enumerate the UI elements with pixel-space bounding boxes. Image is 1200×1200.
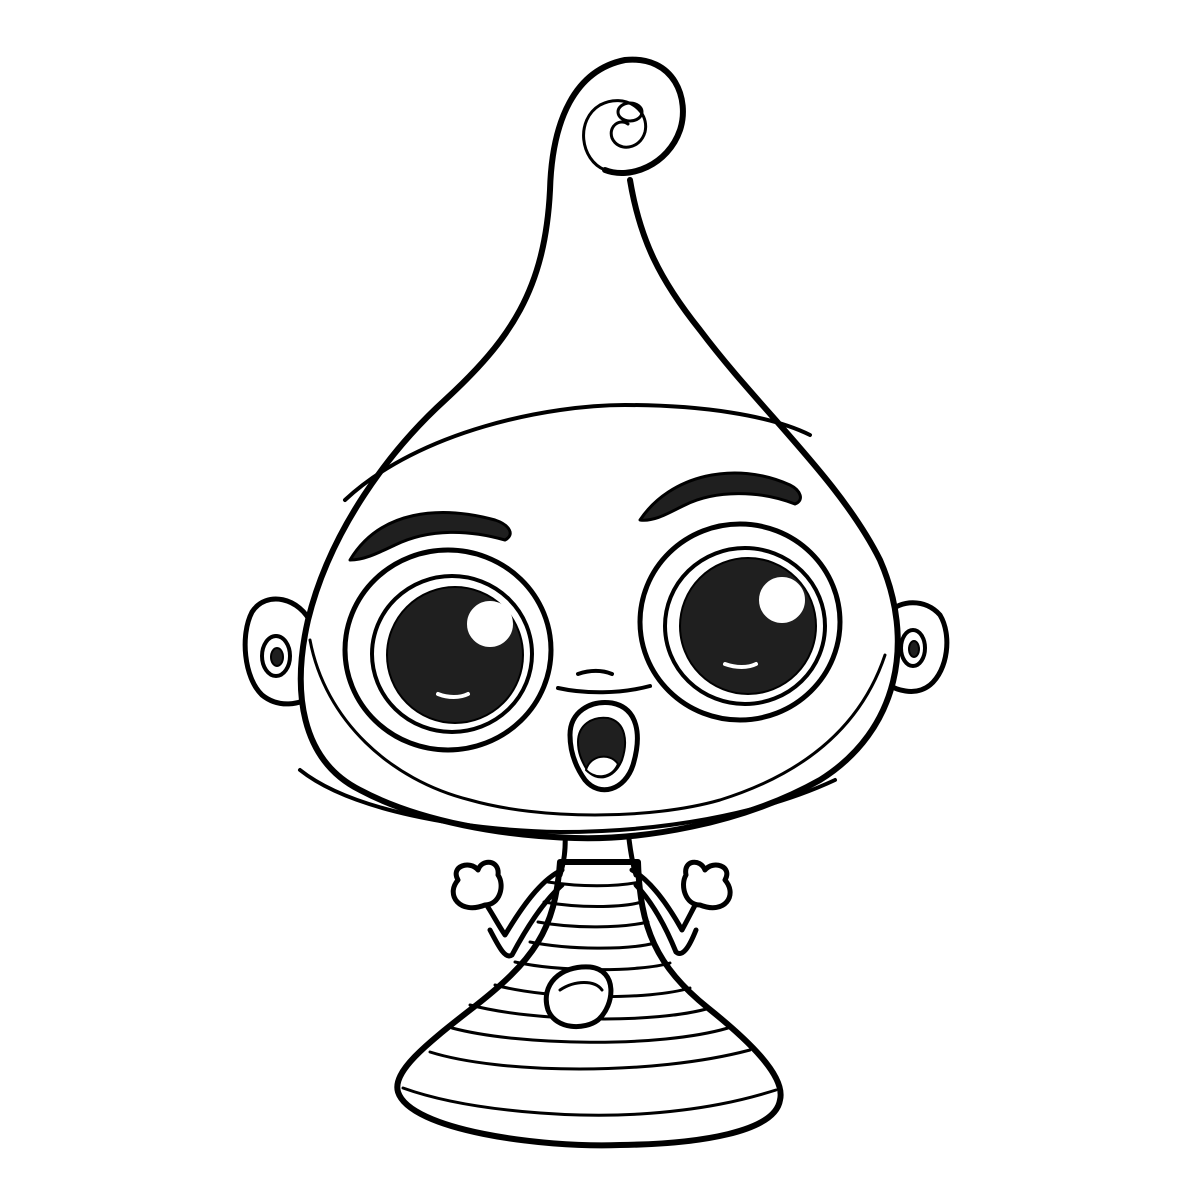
right-pupil — [679, 557, 817, 695]
forehead-line — [343, 403, 812, 502]
eyebrows — [348, 471, 802, 562]
belly — [543, 964, 614, 1030]
left-eyebrow — [348, 511, 512, 562]
nose — [576, 669, 614, 676]
body — [394, 859, 784, 1149]
head-curl — [582, 99, 648, 172]
left-hand — [450, 859, 504, 911]
skirt-hem — [401, 1086, 778, 1117]
right-hand — [681, 859, 733, 911]
tongue — [585, 755, 619, 778]
eyes — [342, 521, 843, 753]
mouth — [567, 700, 640, 793]
right-eye-highlight — [759, 577, 805, 623]
arms — [450, 859, 733, 959]
left-eye-highlight — [467, 601, 513, 647]
right-eyebrow — [638, 471, 802, 522]
